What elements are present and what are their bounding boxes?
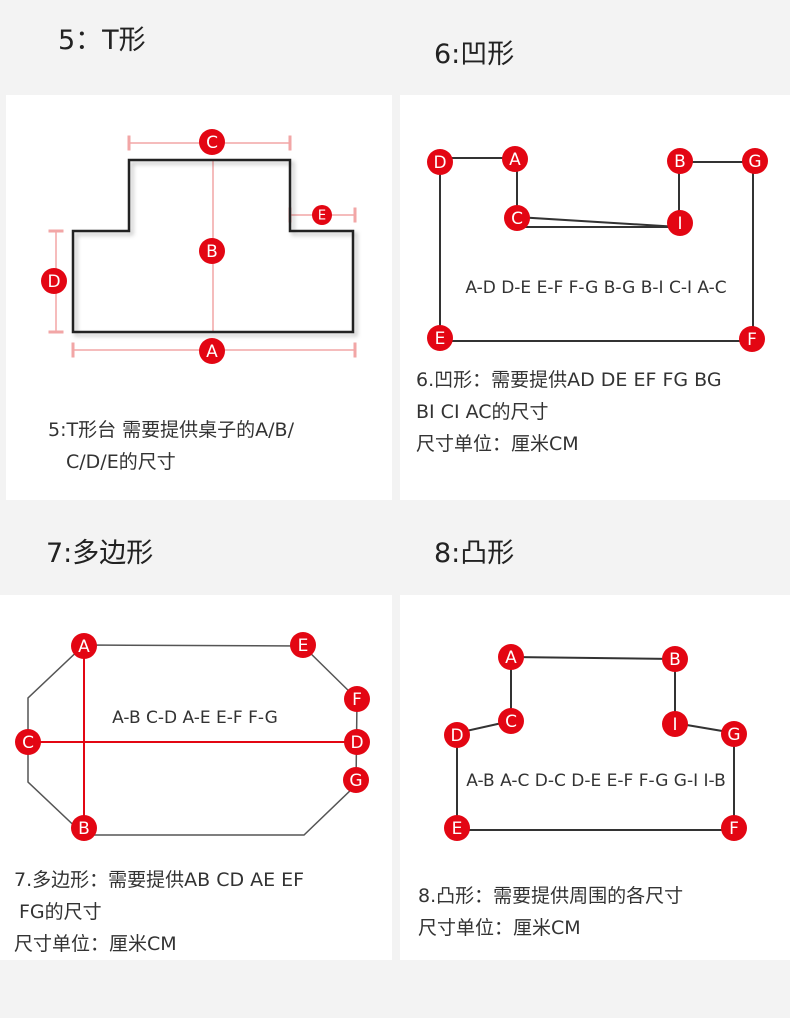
convex-shape-diagram: A-B A-C D-C D-E E-F F-G G-I I-B A B C I … bbox=[444, 644, 747, 841]
description-line: 尺寸单位：厘米CM bbox=[418, 917, 581, 939]
svg-text:D: D bbox=[350, 733, 363, 753]
svg-text:A: A bbox=[505, 648, 517, 668]
section-7-heading: 7:多边形 bbox=[46, 538, 154, 569]
marker-i: I bbox=[667, 210, 693, 236]
marker-a: A bbox=[71, 633, 97, 659]
description-line: 6.凹形：需要提供AD DE EF FG BG bbox=[416, 369, 722, 391]
svg-text:D: D bbox=[433, 153, 446, 173]
svg-text:C: C bbox=[505, 712, 517, 732]
polygon-outline bbox=[27, 644, 358, 836]
section-6-description: 6.凹形：需要提供AD DE EF FG BG BI CI AC的尺寸 尺寸单位… bbox=[416, 364, 722, 460]
panel-polygon-shape bbox=[0, 595, 392, 960]
svg-text:E: E bbox=[318, 209, 326, 224]
marker-d: D bbox=[344, 729, 370, 755]
concave-shape-outline bbox=[439, 157, 754, 342]
marker-e: E bbox=[290, 632, 316, 658]
t-shape-diagram: C B E D A bbox=[41, 129, 357, 364]
description-line: FG的尺寸 bbox=[19, 901, 102, 923]
svg-text:E: E bbox=[452, 819, 463, 839]
marker-a: A bbox=[498, 644, 524, 670]
svg-text:E: E bbox=[298, 636, 309, 656]
svg-text:D: D bbox=[47, 272, 60, 292]
section-5-description: 5:T形台 需要提供桌子的A/B/ C/D/E的尺寸 bbox=[48, 414, 294, 478]
svg-text:E: E bbox=[435, 329, 446, 349]
svg-text:G: G bbox=[727, 725, 740, 745]
svg-text:B: B bbox=[674, 152, 686, 172]
marker-d: D bbox=[427, 149, 453, 175]
marker-b: B bbox=[667, 148, 693, 174]
marker-b: B bbox=[199, 238, 225, 264]
marker-c: C bbox=[199, 129, 225, 155]
svg-text:I: I bbox=[672, 715, 677, 735]
section-6-heading: 6:凹形 bbox=[434, 39, 515, 70]
marker-g: G bbox=[343, 767, 369, 793]
svg-text:A: A bbox=[78, 637, 90, 657]
svg-text:C: C bbox=[511, 209, 523, 229]
svg-text:B: B bbox=[78, 819, 90, 839]
marker-i: I bbox=[662, 711, 688, 737]
marker-d: D bbox=[444, 722, 470, 748]
marker-a: A bbox=[199, 338, 225, 364]
svg-text:I: I bbox=[677, 214, 682, 234]
svg-text:B: B bbox=[206, 242, 218, 262]
marker-b: B bbox=[71, 815, 97, 841]
concave-dimension-list: A-D D-E E-F F-G B-G B-I C-I A-C bbox=[465, 278, 726, 298]
svg-text:C: C bbox=[206, 133, 218, 153]
svg-text:G: G bbox=[349, 771, 362, 791]
marker-g: G bbox=[721, 721, 747, 747]
marker-d: D bbox=[41, 268, 67, 294]
description-line: 8.凸形：需要提供周围的各尺寸 bbox=[418, 885, 684, 907]
description-line: 7.多边形：需要提供AB CD AE EF bbox=[14, 869, 305, 891]
marker-e: E bbox=[312, 205, 332, 225]
polygon-shape-diagram: A-B C-D A-E E-F F-G A E F C D G B bbox=[15, 632, 370, 841]
section-7-description: 7.多边形：需要提供AB CD AE EF FG的尺寸 尺寸单位：厘米CM bbox=[14, 864, 304, 960]
panel-convex-shape bbox=[400, 595, 790, 960]
marker-c: C bbox=[15, 729, 41, 755]
section-5-heading: 5：T形 bbox=[58, 25, 146, 56]
marker-c: C bbox=[504, 205, 530, 231]
panel-t-shape bbox=[6, 95, 392, 500]
t-shape-outline bbox=[71, 158, 355, 334]
svg-text:C: C bbox=[22, 733, 34, 753]
marker-b: B bbox=[662, 646, 688, 672]
svg-text:F: F bbox=[729, 819, 739, 839]
convex-shape-outline bbox=[456, 656, 735, 831]
description-line: 5:T形台 需要提供桌子的A/B/ bbox=[48, 419, 294, 441]
marker-f: F bbox=[344, 686, 370, 712]
svg-text:B: B bbox=[669, 650, 681, 670]
marker-c: C bbox=[498, 708, 524, 734]
marker-e: E bbox=[444, 815, 470, 841]
svg-text:A: A bbox=[509, 150, 521, 170]
marker-e: E bbox=[427, 325, 453, 351]
description-line: 尺寸单位：厘米CM bbox=[14, 933, 177, 955]
section-8-description: 8.凸形：需要提供周围的各尺寸 尺寸单位：厘米CM bbox=[418, 880, 683, 944]
marker-a: A bbox=[502, 146, 528, 172]
convex-dimension-list: A-B A-C D-C D-E E-F F-G G-I I-B bbox=[466, 771, 725, 791]
svg-text:G: G bbox=[748, 152, 761, 172]
marker-g: G bbox=[742, 148, 768, 174]
description-line: BI CI AC的尺寸 bbox=[416, 401, 549, 423]
marker-f: F bbox=[739, 326, 765, 352]
svg-text:F: F bbox=[352, 690, 362, 710]
concave-shape-diagram: A-D D-E E-F F-G B-G B-I C-I A-C D A B G … bbox=[427, 146, 768, 352]
svg-text:A: A bbox=[206, 342, 218, 362]
svg-text:D: D bbox=[450, 726, 463, 746]
svg-text:F: F bbox=[747, 330, 757, 350]
polygon-dimension-list: A-B C-D A-E E-F F-G bbox=[112, 708, 278, 728]
description-line: C/D/E的尺寸 bbox=[66, 451, 176, 473]
section-8-heading: 8:凸形 bbox=[434, 538, 515, 569]
marker-f: F bbox=[721, 815, 747, 841]
description-line: 尺寸单位：厘米CM bbox=[416, 433, 579, 455]
